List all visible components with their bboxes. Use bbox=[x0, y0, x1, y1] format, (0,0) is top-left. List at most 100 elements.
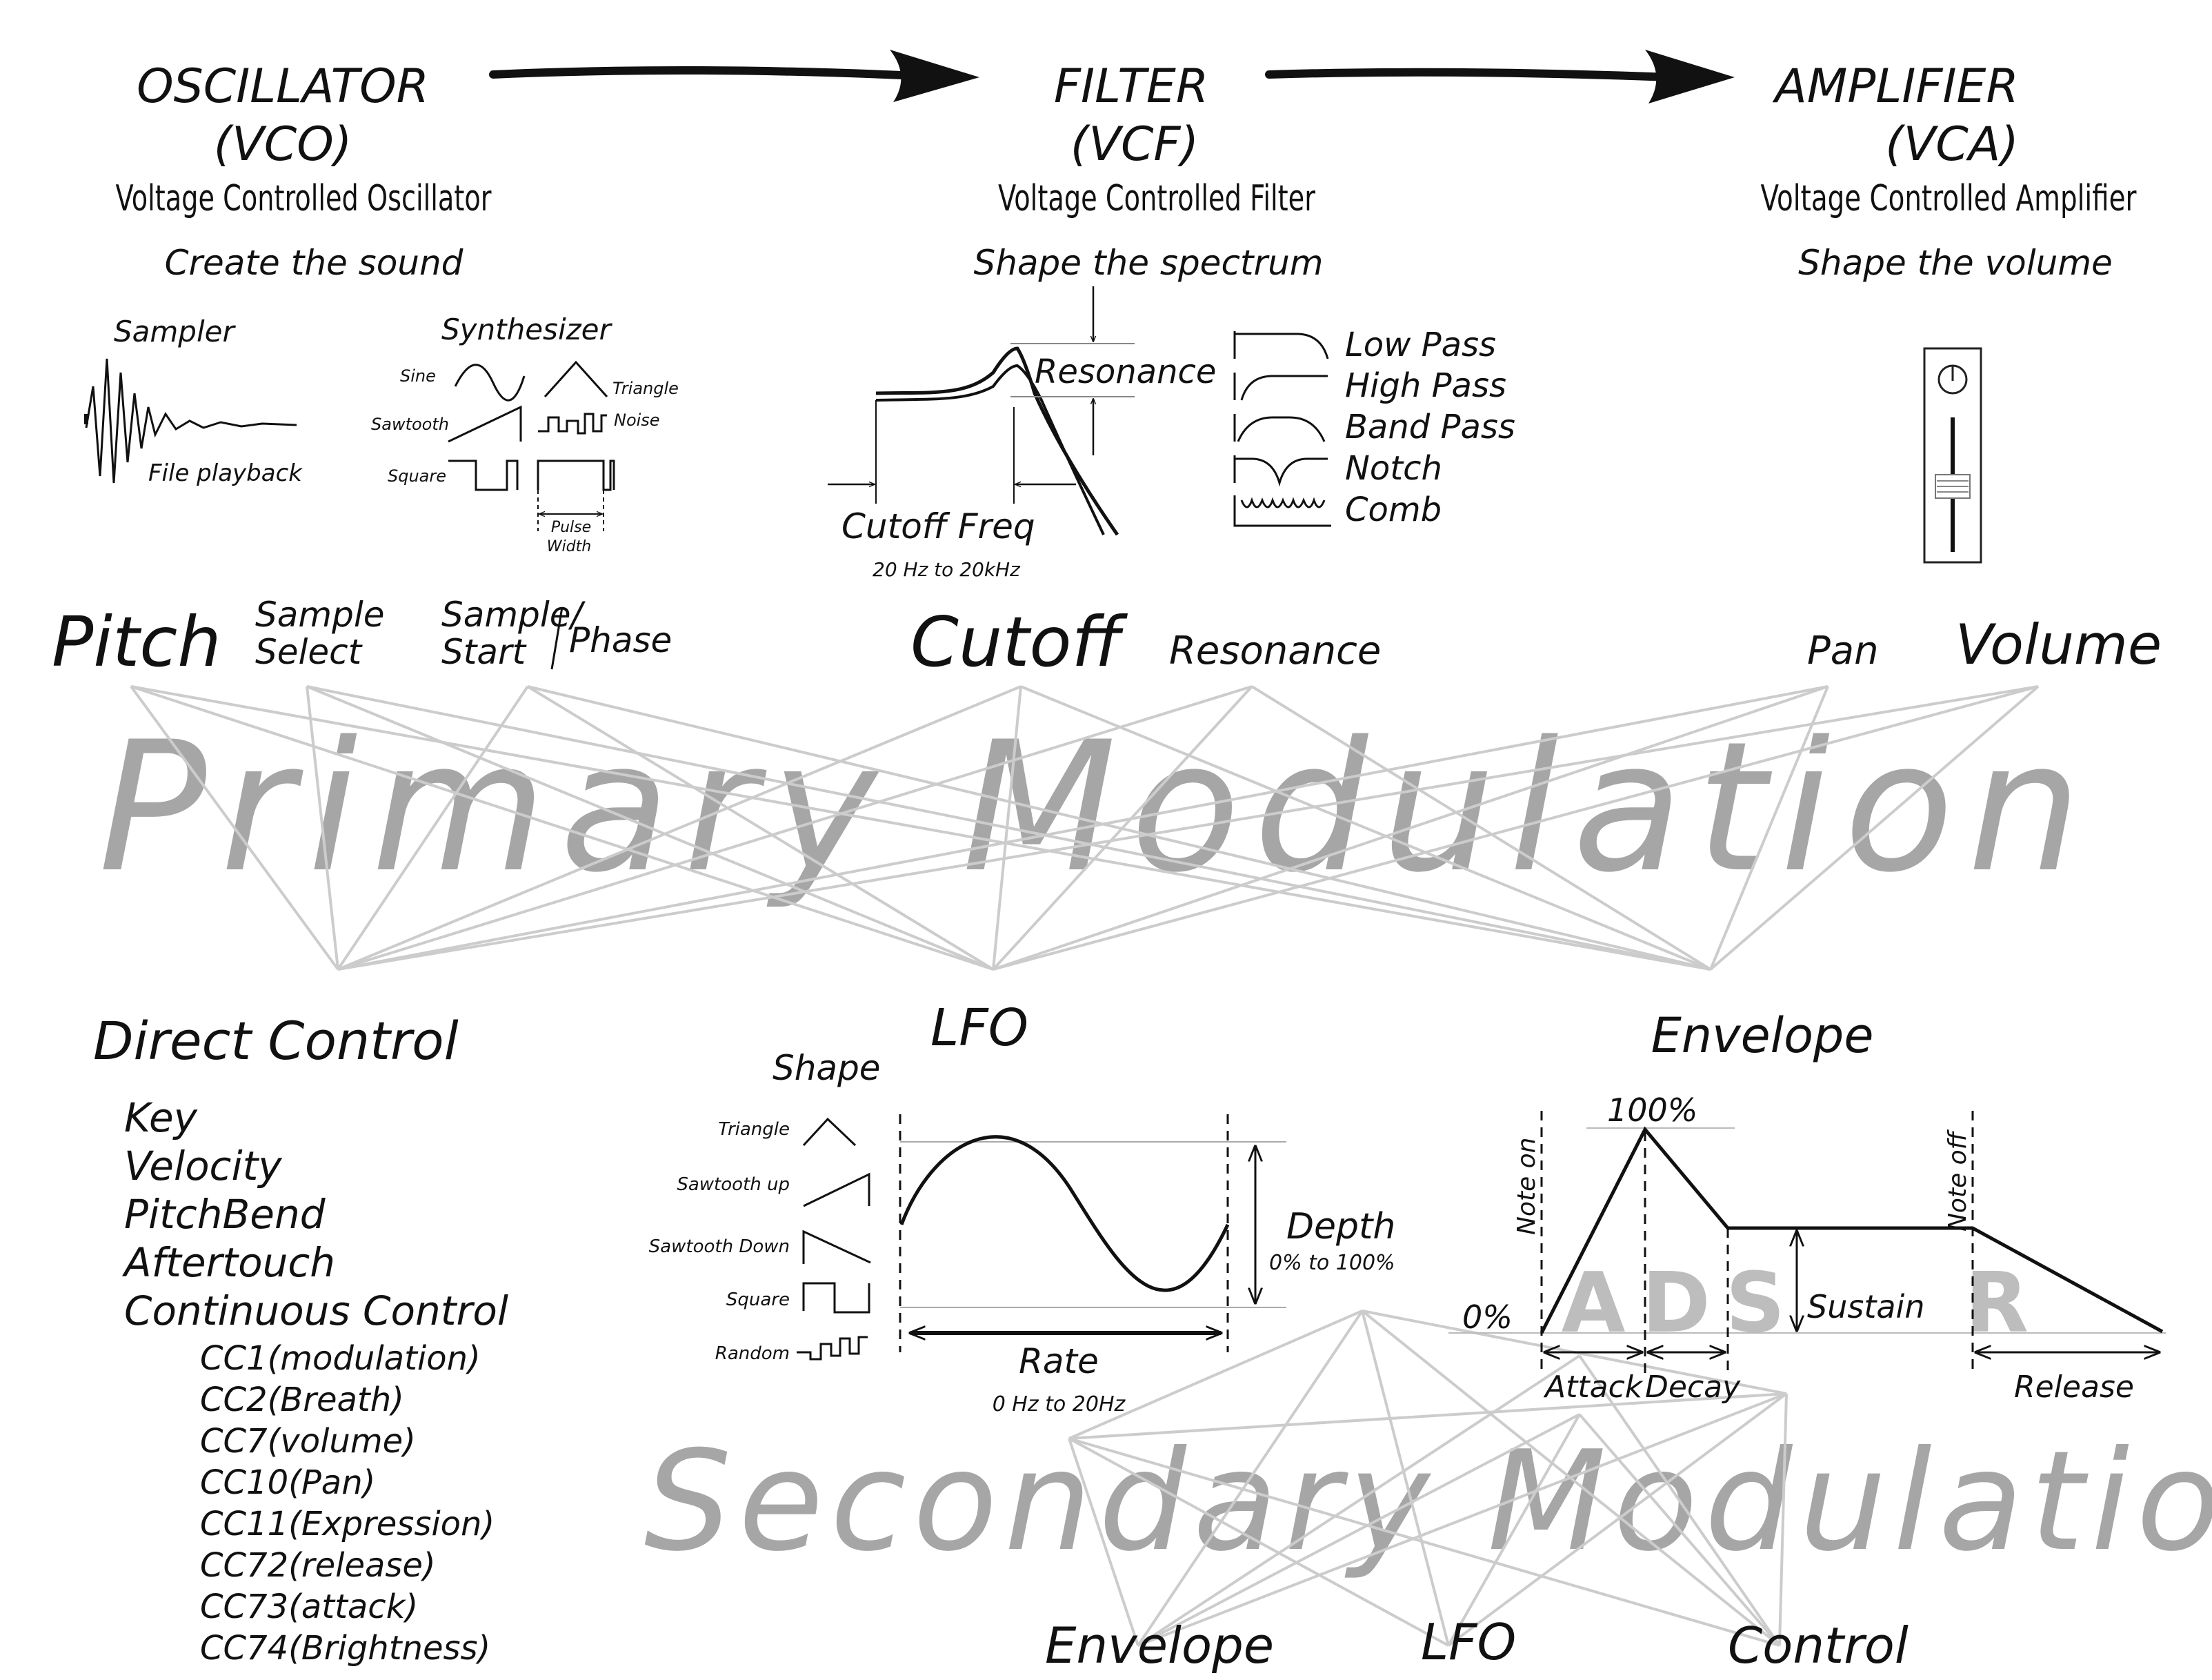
envelope-letter-s: S bbox=[1726, 1256, 1785, 1352]
target-sample-select-1: Sample bbox=[255, 595, 384, 635]
lfo-sine-wave bbox=[899, 1135, 1230, 1292]
filter-types-list: Low Pass High Pass Band Pass Notch Comb bbox=[1233, 326, 1515, 529]
low-pass-icon bbox=[1233, 331, 1329, 359]
width-label: Width bbox=[547, 538, 591, 555]
square-wave-icon bbox=[448, 459, 519, 491]
cc-item: CC74(Brightness) bbox=[200, 1629, 490, 1668]
envelope-title: Envelope bbox=[1651, 1007, 1874, 1064]
target-sample-select-2: Select bbox=[255, 632, 363, 672]
source-envelope: Envelope bbox=[1045, 1617, 1274, 1674]
lfo-shape-square: Square bbox=[726, 1289, 790, 1310]
amplifier-abbr: (VCA) bbox=[1885, 117, 2019, 172]
cc-item: CC72(release) bbox=[200, 1546, 436, 1585]
lfo-shape-random: Random bbox=[715, 1343, 790, 1364]
note-off-label: Note off bbox=[1944, 1129, 1972, 1232]
noise-wave-icon bbox=[538, 413, 607, 435]
random-icon bbox=[797, 1336, 868, 1361]
cc-item: CC73(attack) bbox=[200, 1588, 418, 1626]
filter-type-low-pass: Low Pass bbox=[1345, 326, 1496, 364]
cutoff-range-label: 20 Hz to 20kHz bbox=[873, 558, 1021, 581]
sustain-label: Sustain bbox=[1807, 1288, 1924, 1325]
cc-item: CC7(volume) bbox=[200, 1422, 416, 1461]
noise-label: Noise bbox=[614, 411, 660, 430]
note-on-label: Note on bbox=[1513, 1137, 1541, 1235]
filter-abbr: (VCF) bbox=[1070, 117, 1199, 172]
square-icon bbox=[802, 1282, 870, 1314]
band-pass-icon bbox=[1233, 414, 1326, 442]
sampler-section: Sampler File playback bbox=[84, 315, 303, 487]
amplifier-full-name: Voltage Controlled Amplifier bbox=[1761, 178, 2137, 219]
oscillator-title: OSCILLATOR bbox=[137, 59, 429, 114]
lfo-rate-label: Rate bbox=[1019, 1341, 1099, 1381]
lfo-shape-sawtooth-down: Sawtooth Down bbox=[649, 1236, 790, 1257]
oscillator-full-name: Voltage Controlled Oscillator bbox=[116, 178, 492, 219]
cc-item: CC11(Expression) bbox=[200, 1505, 495, 1543]
envelope-letter-r: R bbox=[1965, 1256, 2029, 1352]
envelope-letter-d: D bbox=[1642, 1256, 1711, 1352]
envelope-zero-label: 0% bbox=[1462, 1298, 1513, 1336]
sawtooth-up-icon bbox=[803, 1172, 870, 1207]
oscillator-stage: OSCILLATOR (VCO) Voltage Controlled Osci… bbox=[116, 59, 492, 283]
amplifier-description: Shape the volume bbox=[1798, 243, 2113, 283]
source-control: Control bbox=[1728, 1617, 1909, 1674]
cc-item: CC1(modulation) bbox=[200, 1339, 481, 1378]
triangle-wave-icon bbox=[544, 360, 608, 398]
pulse-label: Pulse bbox=[551, 519, 591, 536]
signal-flow-arrow-osc-to-filter bbox=[489, 50, 979, 102]
high-pass-icon bbox=[1233, 373, 1328, 401]
target-resonance: Resonance bbox=[1169, 629, 1381, 673]
synthesizer-section: Synthesizer Sine Triangle Sawtooth Noise… bbox=[371, 313, 679, 555]
filter-type-high-pass: High Pass bbox=[1345, 366, 1506, 405]
filter-title: FILTER bbox=[1054, 59, 1208, 114]
filter-full-name: Voltage Controlled Filter bbox=[998, 178, 1315, 219]
filter-type-notch: Notch bbox=[1345, 449, 1442, 488]
cc-item: CC10(Pan) bbox=[200, 1463, 375, 1502]
direct-item: Key bbox=[124, 1094, 198, 1141]
lfo-shape-sawtooth-up: Sawtooth up bbox=[677, 1174, 790, 1195]
sawtooth-wave-icon bbox=[448, 405, 522, 443]
oscillator-description: Create the sound bbox=[165, 243, 464, 283]
synthesizer-label: Synthesizer bbox=[441, 313, 612, 346]
envelope-peak-label: 100% bbox=[1607, 1091, 1698, 1129]
square-label: Square bbox=[388, 466, 446, 486]
lfo-section: LFO Shape Triangle Sawtooth up Sawtooth … bbox=[649, 998, 1396, 1416]
resonance-label: Resonance bbox=[1035, 353, 1216, 391]
lfo-title: LFO bbox=[930, 998, 1028, 1058]
lfo-shape-label: Shape bbox=[773, 1048, 881, 1088]
target-cutoff: Cutoff bbox=[910, 602, 1128, 682]
triangle-label: Triangle bbox=[612, 379, 679, 398]
attack-label: Attack bbox=[1543, 1370, 1644, 1405]
adsr-curve bbox=[1540, 1126, 2164, 1334]
decay-label: Decay bbox=[1645, 1370, 1741, 1405]
filter-response-graph: Resonance Cutoff Freq 20 Hz to 20kHz bbox=[828, 286, 1216, 581]
sine-label: Sine bbox=[400, 366, 436, 386]
lfo-rate-range: 0 Hz to 20Hz bbox=[993, 1392, 1126, 1416]
sawtooth-label: Sawtooth bbox=[371, 415, 449, 434]
cutoff-freq-label: Cutoff Freq bbox=[841, 506, 1035, 546]
direct-item: Continuous Control bbox=[124, 1287, 508, 1334]
primary-targets: Pitch Sample Select Sample/ Start Phase … bbox=[52, 595, 2162, 682]
oscillator-abbr: (VCO) bbox=[214, 117, 352, 172]
target-pan: Pan bbox=[1807, 629, 1879, 673]
triangle-icon bbox=[802, 1117, 857, 1147]
primary-modulation-web bbox=[130, 685, 2040, 971]
direct-control-section: Direct Control Key Velocity PitchBend Af… bbox=[93, 1010, 508, 1668]
direct-item: PitchBend bbox=[124, 1191, 326, 1238]
sawtooth-down-icon bbox=[802, 1229, 871, 1264]
signal-flow-arrow-filter-to-amp bbox=[1265, 50, 1735, 103]
envelope-letter-a: A bbox=[1562, 1256, 1626, 1352]
comb-icon bbox=[1233, 495, 1331, 527]
filter-stage: FILTER (VCF) Voltage Controlled Filter S… bbox=[973, 59, 1323, 283]
cc-item: CC2(Breath) bbox=[200, 1381, 404, 1419]
file-playback-label: File playback bbox=[148, 459, 303, 487]
direct-item: Velocity bbox=[124, 1143, 282, 1189]
target-sample-start-2: Start bbox=[441, 632, 528, 672]
notch-icon bbox=[1233, 455, 1328, 487]
volume-fader bbox=[1923, 347, 1982, 564]
target-phase: Phase bbox=[569, 620, 672, 660]
sampler-label: Sampler bbox=[114, 315, 236, 348]
lfo-depth-range: 0% to 100% bbox=[1269, 1251, 1395, 1275]
target-sample-start-1: Sample/ bbox=[441, 595, 586, 635]
secondary-modulation-web bbox=[1068, 1310, 1788, 1647]
filter-type-comb: Comb bbox=[1345, 491, 1442, 529]
